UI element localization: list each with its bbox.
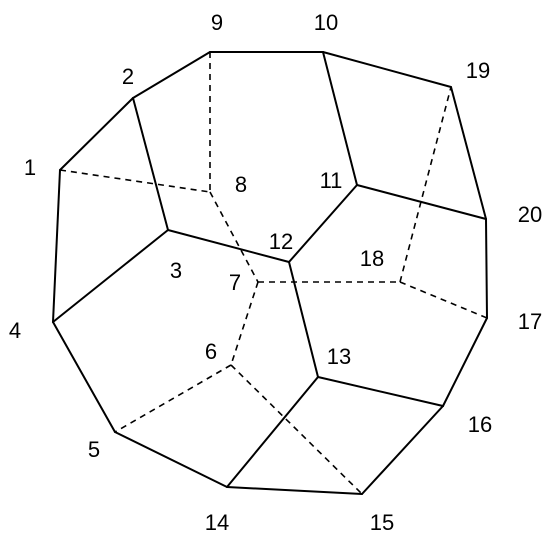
vertex-label-19: 19 bbox=[466, 58, 490, 83]
edge-17-16 bbox=[442, 317, 488, 407]
edge-12-13 bbox=[288, 261, 319, 378]
vertex-label-6: 6 bbox=[205, 339, 217, 364]
vertex-label-9: 9 bbox=[211, 10, 223, 35]
vertex-label-2: 2 bbox=[122, 64, 134, 89]
edge-4-1 bbox=[52, 169, 61, 323]
edge-10-19 bbox=[322, 51, 452, 88]
vertex-label-13: 13 bbox=[327, 344, 351, 369]
vertex-label-12: 12 bbox=[269, 229, 293, 254]
vertex-label-4: 4 bbox=[9, 318, 21, 343]
edge-5-4 bbox=[52, 321, 116, 433]
edge-13-16 bbox=[317, 376, 444, 407]
vertex-label-1: 1 bbox=[24, 155, 36, 180]
edge-11-20 bbox=[356, 184, 487, 220]
edge-20-17 bbox=[485, 218, 488, 319]
edge-19-20 bbox=[450, 86, 487, 220]
vertex-label-14: 14 bbox=[205, 510, 229, 535]
hidden-edge-6-5 bbox=[114, 364, 232, 433]
hidden-edge-1-8 bbox=[59, 169, 211, 193]
edge-2-9 bbox=[132, 51, 211, 99]
hidden-edges bbox=[59, 52, 488, 495]
edge-16-15 bbox=[361, 405, 444, 495]
vertex-label-15: 15 bbox=[370, 510, 394, 535]
hidden-edge-7-6 bbox=[230, 281, 259, 366]
edge-1-2 bbox=[59, 97, 134, 171]
visible-edges bbox=[52, 51, 488, 495]
vertex-label-3: 3 bbox=[170, 258, 182, 283]
edge-2-3 bbox=[132, 97, 169, 231]
vertex-label-10: 10 bbox=[314, 10, 338, 35]
hidden-edge-6-15 bbox=[230, 364, 363, 495]
vertex-label-11: 11 bbox=[320, 168, 343, 193]
edge-3-4 bbox=[52, 229, 169, 323]
vertex-label-20: 20 bbox=[518, 202, 542, 227]
hidden-edge-18-19 bbox=[399, 86, 452, 283]
vertex-label-17: 17 bbox=[518, 309, 542, 334]
edge-10-11 bbox=[322, 51, 358, 186]
edge-13-14 bbox=[226, 376, 319, 488]
vertex-label-7: 7 bbox=[229, 270, 241, 295]
hidden-edge-8-7 bbox=[209, 191, 259, 283]
vertex-label-16: 16 bbox=[468, 412, 492, 437]
edge-14-5 bbox=[114, 431, 228, 488]
vertex-label-8: 8 bbox=[235, 172, 247, 197]
vertex-labels: 1 2 3 4 5 6 7 8 9 10 11 12 13 14 15 16 1… bbox=[9, 10, 542, 535]
edge-3-12 bbox=[167, 229, 290, 263]
vertex-label-5: 5 bbox=[88, 437, 100, 462]
vertex-label-18: 18 bbox=[360, 246, 384, 271]
edge-11-12 bbox=[288, 184, 358, 263]
edge-15-14 bbox=[226, 486, 363, 495]
hidden-edge-18-17 bbox=[399, 281, 488, 319]
